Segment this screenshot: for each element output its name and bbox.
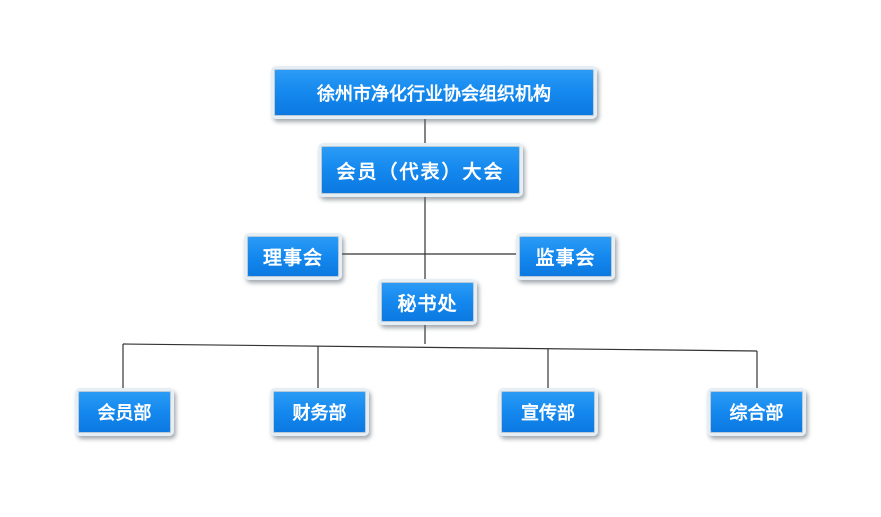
- department-box-finance: 财务部: [270, 388, 369, 436]
- connector-department-bus: [122, 343, 758, 352]
- general-assembly-box: 会员（代表）大会: [318, 143, 523, 197]
- department-box-publicity: 宣传部: [498, 388, 598, 436]
- supervisory-board-box: 监事会: [516, 233, 615, 280]
- org-title-box: 徐州市净化行业协会组织机构: [271, 66, 597, 119]
- department-box-membership: 会员部: [75, 388, 174, 436]
- department-box-general-affairs: 综合部: [707, 388, 806, 436]
- secretariat-box: 秘书处: [378, 279, 477, 325]
- council-box: 理事会: [244, 233, 342, 280]
